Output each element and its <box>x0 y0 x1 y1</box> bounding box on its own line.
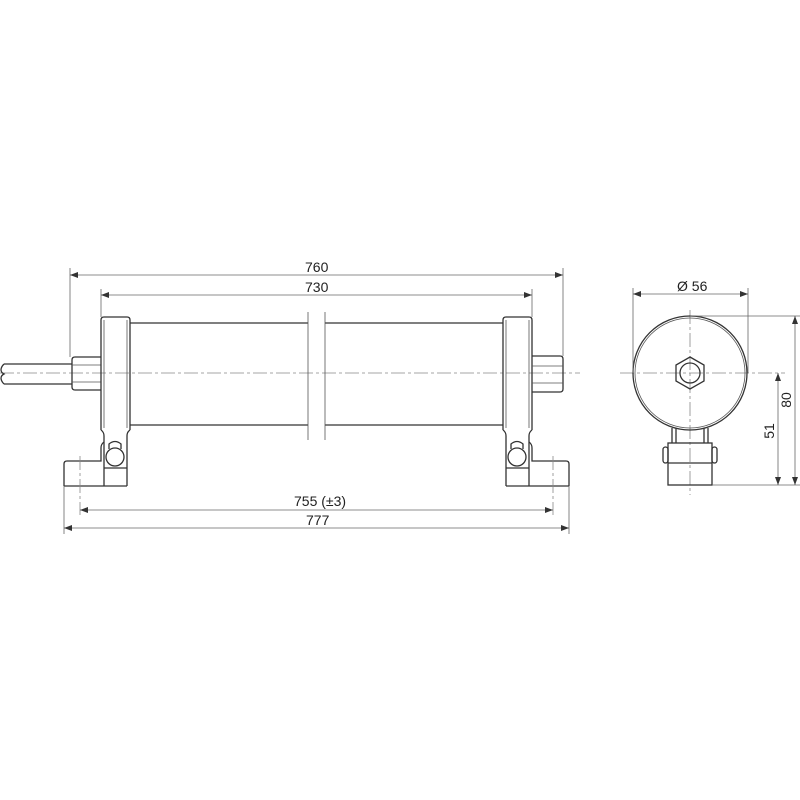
right-end-cap <box>502 316 533 437</box>
dimension-foot-length <box>63 486 570 534</box>
side-view <box>0 268 580 534</box>
dimension-diameter <box>632 288 749 373</box>
dimension-total-height <box>690 315 800 486</box>
left-end-cap <box>100 316 131 437</box>
label-tube-length: 730 <box>305 279 329 295</box>
dimension-mounting-spacing <box>79 456 554 515</box>
label-mounting-spacing: 755 (±3) <box>294 493 347 509</box>
left-nut <box>71 356 101 391</box>
end-view <box>620 288 800 495</box>
end-bracket <box>662 428 718 486</box>
cable-rod <box>0 363 72 385</box>
dimension-tube-length <box>100 289 533 317</box>
right-nut <box>532 355 564 393</box>
right-mounting-bracket <box>505 436 570 487</box>
label-total-height: 80 <box>777 392 794 408</box>
left-mounting-bracket <box>63 436 128 487</box>
label-center-height: 51 <box>760 423 777 439</box>
label-foot-length: 777 <box>306 512 330 528</box>
tube-body <box>130 312 503 440</box>
label-overall-length: 760 <box>305 259 329 275</box>
end-cap-inner-circle <box>634 317 746 429</box>
hex-nut <box>675 356 705 390</box>
label-diameter: Ø 56 <box>677 278 708 294</box>
dimension-overall-length <box>69 268 564 357</box>
